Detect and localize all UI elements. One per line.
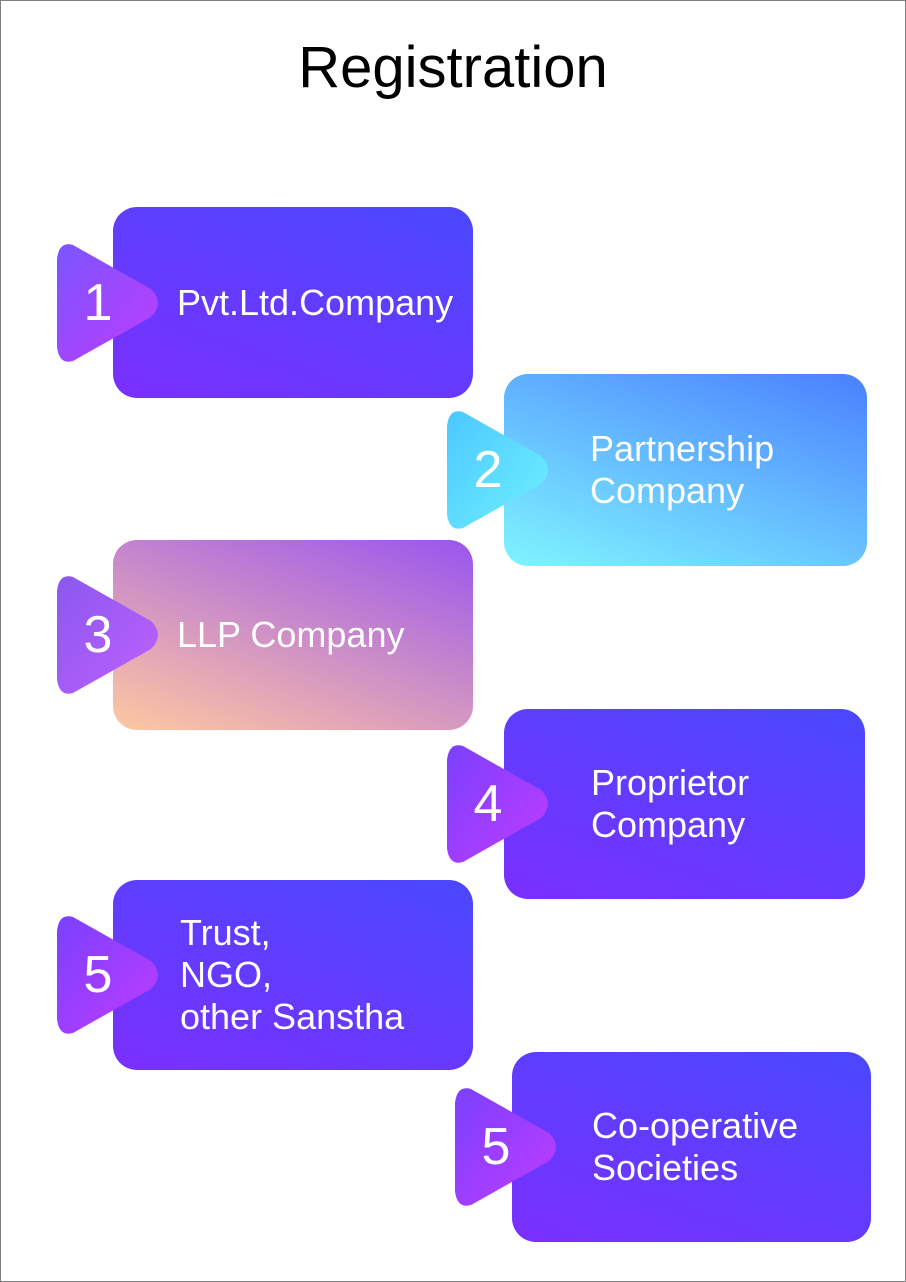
step-2-label: Partnership Company — [590, 428, 775, 511]
step-1-number: 1 — [83, 274, 113, 332]
step-3-number: 3 — [83, 606, 113, 664]
step-2-badge: 2 — [445, 408, 555, 532]
step-6-card: Co-operative Societies — [512, 1052, 871, 1242]
step-4-number: 4 — [473, 775, 503, 833]
step-3-card: LLP Company — [113, 540, 473, 730]
step-6-label: Co-operative Societies — [592, 1105, 799, 1188]
step-5-label: Trust, NGO, other Sanstha — [180, 912, 405, 1037]
step-4-badge: 4 — [445, 742, 555, 866]
step-2-number: 2 — [473, 441, 503, 499]
play-arrow-icon — [57, 576, 158, 694]
play-arrow-icon — [57, 916, 158, 1034]
play-arrow-icon — [447, 745, 548, 863]
step-6-number: 5 — [481, 1118, 511, 1176]
play-arrow-icon — [57, 244, 158, 362]
step-1-badge: 1 — [55, 241, 165, 365]
step-6-badge: 5 — [453, 1085, 563, 1209]
step-3-badge: 3 — [55, 573, 165, 697]
step-5-badge: 5 — [55, 913, 165, 1037]
step-1-card: Pvt.Ltd.Company — [113, 207, 473, 398]
step-3-label: LLP Company — [177, 614, 405, 655]
step-5-card: Trust, NGO, other Sanstha — [113, 880, 473, 1070]
step-4-card: Proprietor Company — [504, 709, 865, 899]
step-2-card: Partnership Company — [504, 374, 867, 566]
step-4-label: Proprietor Company — [591, 762, 750, 845]
diagram-title: Registration — [298, 35, 608, 100]
step-5-number: 5 — [83, 946, 113, 1004]
step-1-label: Pvt.Ltd.Company — [177, 281, 454, 323]
play-arrow-icon — [447, 411, 548, 529]
play-arrow-icon — [455, 1088, 556, 1206]
